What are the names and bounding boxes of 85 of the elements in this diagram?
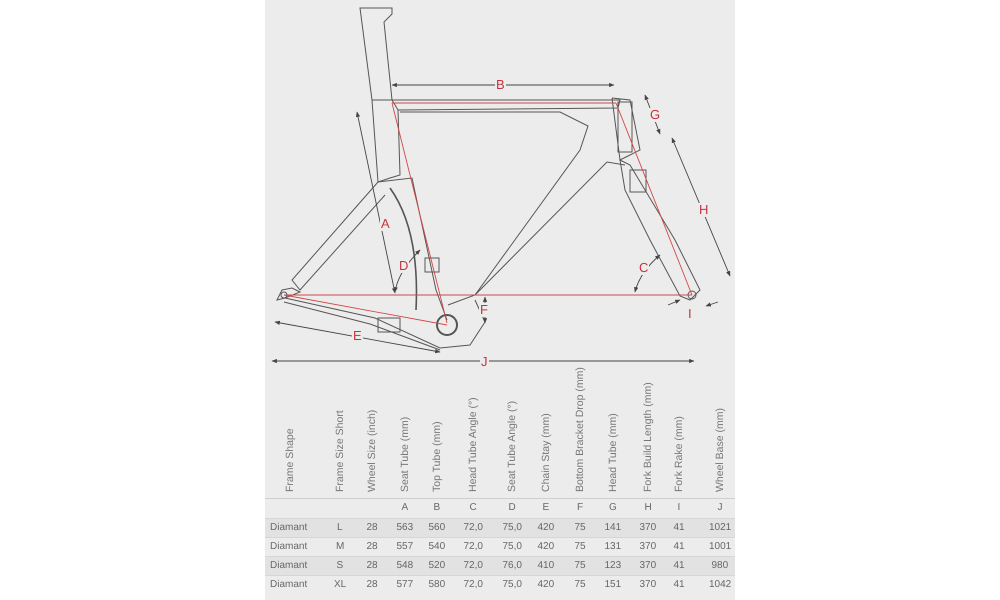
dimension-letter: J xyxy=(480,355,488,369)
data-value: 123 xyxy=(604,560,622,572)
data-value: 370 xyxy=(640,522,656,534)
data-value: 560 xyxy=(428,522,446,534)
data-value: 563 xyxy=(396,522,414,534)
column-header: Frame Size Short xyxy=(334,410,346,492)
data-value: 370 xyxy=(640,579,656,591)
data-value: XL xyxy=(334,579,346,591)
data-value: 540 xyxy=(428,541,446,553)
column-letter: A xyxy=(402,502,408,514)
column-letter: E xyxy=(542,502,550,514)
data-value: 980 xyxy=(712,560,728,572)
row-label: Diamant xyxy=(270,522,308,534)
column-header: Head Tube (mm) xyxy=(607,413,619,492)
data-value: 75 xyxy=(574,579,586,591)
data-value: 72,0 xyxy=(464,522,483,534)
column-header: Chain Stay (mm) xyxy=(540,413,552,492)
dimension-letter: D xyxy=(398,259,410,273)
column-letter: B xyxy=(434,502,440,514)
column-header: Seat Tube (mm) xyxy=(399,416,411,492)
dimension-letter: C xyxy=(638,261,650,275)
data-value: 72,0 xyxy=(464,560,483,572)
data-value: 28 xyxy=(366,541,378,553)
data-value: 410 xyxy=(538,560,554,572)
data-value: 28 xyxy=(366,579,378,591)
data-value: 548 xyxy=(396,560,414,572)
column-letter: J xyxy=(718,502,722,514)
dimension-letter: E xyxy=(352,329,363,343)
column-letter: I xyxy=(678,502,680,514)
data-value: 580 xyxy=(428,579,446,591)
data-value: S xyxy=(336,560,344,572)
column-header: Top Tube (mm) xyxy=(431,421,443,492)
column-header: Frame Shape xyxy=(284,428,296,492)
column-header: Wheel Base (mm) xyxy=(714,408,726,492)
data-value: 72,0 xyxy=(464,579,483,591)
data-value: 420 xyxy=(538,541,554,553)
column-header: Seat Tube Angle (°) xyxy=(506,400,518,492)
data-value: 557 xyxy=(396,541,414,553)
column-header: Wheel Size (inch) xyxy=(366,410,378,492)
data-value: 28 xyxy=(366,522,378,534)
column-header: Bottom Bracket Drop (mm) xyxy=(574,367,586,492)
data-value: 75,0 xyxy=(502,522,522,534)
column-letter: C xyxy=(470,502,477,514)
dimension-letter: F xyxy=(479,303,489,317)
data-value: 28 xyxy=(366,560,378,572)
data-value: 75 xyxy=(574,522,586,534)
data-value: 76,0 xyxy=(502,560,522,572)
row-label: Diamant xyxy=(270,560,308,572)
data-value: 72,0 xyxy=(464,541,483,553)
dimension-letter: I xyxy=(687,307,693,321)
column-letter: G xyxy=(609,502,617,514)
data-value: 41 xyxy=(674,522,685,534)
dimension-letter: H xyxy=(698,203,710,217)
column-header: Fork Build Length (mm) xyxy=(642,382,654,492)
data-value: 75 xyxy=(574,560,586,572)
data-value: 141 xyxy=(604,522,622,534)
column-header: Head Tube Angle (°) xyxy=(467,397,479,492)
data-value: 75,0 xyxy=(502,541,522,553)
column-header: Fork Rake (mm) xyxy=(673,416,685,492)
dimension-letter: A xyxy=(380,217,391,231)
data-value: 370 xyxy=(640,541,656,553)
data-value: 151 xyxy=(604,579,622,591)
dimension-letter: G xyxy=(649,108,662,122)
data-value: 420 xyxy=(538,579,554,591)
column-letter: H xyxy=(644,502,652,514)
column-letter: F xyxy=(577,502,584,514)
data-value: 1042 xyxy=(709,579,732,591)
row-label: Diamant xyxy=(270,541,308,553)
data-value: M xyxy=(336,541,344,553)
data-value: 41 xyxy=(674,579,685,591)
column-letter: D xyxy=(508,502,516,514)
data-value: 131 xyxy=(604,541,622,553)
data-value: 75,0 xyxy=(502,579,522,591)
data-value: 75 xyxy=(574,541,586,553)
data-value: 577 xyxy=(396,579,414,591)
data-value: 420 xyxy=(538,522,554,534)
data-value: 520 xyxy=(428,560,446,572)
data-value: 370 xyxy=(640,560,656,572)
data-value: 1001 xyxy=(709,541,732,553)
row-label: Diamant xyxy=(270,579,308,591)
data-value: 1021 xyxy=(709,522,732,534)
data-value: L xyxy=(337,522,343,534)
dimension-letter: B xyxy=(495,78,506,92)
data-value: 41 xyxy=(674,560,685,572)
data-value: 41 xyxy=(674,541,685,553)
